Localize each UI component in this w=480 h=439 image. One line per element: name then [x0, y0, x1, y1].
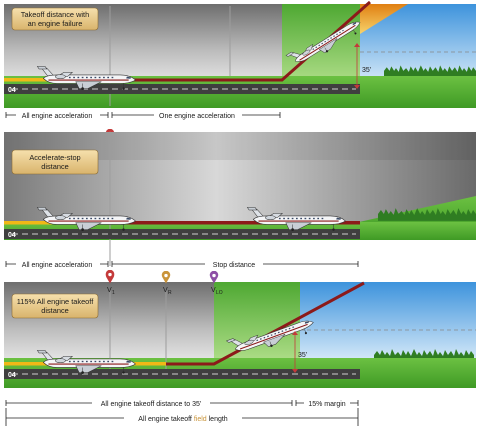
- speed-marker-v: V: [107, 287, 112, 294]
- svg-text:04: 04: [8, 372, 16, 379]
- panel1-title-line2: an engine failure: [28, 19, 83, 28]
- speed-marker-v1: V 1: [105, 271, 115, 296]
- segment-label: All engine acceleration: [22, 113, 93, 120]
- segment-label: All engine acceleration: [22, 262, 93, 269]
- panel1-sky: [360, 4, 476, 90]
- panel3-climb-wall: [214, 282, 300, 368]
- segment-label: Stop distance: [213, 262, 256, 269]
- speed-marker-vr: V R: [161, 271, 172, 296]
- panel3-title-line2: distance: [41, 306, 69, 315]
- panel2-wall: [4, 132, 476, 224]
- panel2-title-line1: Accelerate-stop: [29, 153, 80, 162]
- svg-text:04: 04: [8, 232, 16, 239]
- speed-marker-icon: [105, 270, 115, 283]
- panel1-title-line1: Takeoff distance with: [21, 10, 89, 19]
- panel1-title-tag: Takeoff distance with an engine failure: [11, 7, 99, 31]
- speed-marker-v: V: [211, 287, 216, 294]
- segment-label: One engine acceleration: [159, 113, 235, 120]
- total-prefix: All engine takeoff: [138, 416, 194, 423]
- segment-label: All engine takeoff distance to 35': [101, 401, 201, 408]
- svg-text:04: 04: [8, 87, 16, 94]
- panel-takeoff-engine-failure: 04 35' Takeoff distance with an engine f…: [4, 0, 476, 154]
- panel1-orange-sector: [360, 4, 408, 34]
- accel-path-one-engine: [110, 0, 371, 82]
- panel2-title-line2: distance: [41, 162, 69, 171]
- climb-path: [166, 281, 365, 366]
- panel-all-engine-takeoff: 04 35' 115% All engine takeoff distance …: [4, 271, 476, 426]
- segment-label: 15% margin: [308, 401, 345, 408]
- speed-marker-icon: [209, 271, 219, 284]
- obstacle-height-label: 35': [298, 352, 307, 359]
- speed-marker-icon: [161, 271, 171, 284]
- panel2-title-tag: Accelerate-stop distance: [11, 149, 99, 175]
- panel-accelerate-stop: 04 Accelerate-stop distance All engine a…: [4, 132, 476, 269]
- speed-marker-v: V: [163, 287, 168, 294]
- panel3-title-line1: 115% All engine takeoff: [17, 297, 95, 306]
- panel3-sky: [300, 282, 476, 368]
- speed-marker-sub: R: [168, 290, 172, 296]
- total-highlight: field: [194, 416, 207, 423]
- speed-marker-sub: LO: [216, 290, 223, 296]
- total-distance-label: All engine takeoff field length: [138, 416, 227, 423]
- stop-path: [110, 221, 360, 225]
- speed-marker-vlo: V LO: [209, 271, 223, 296]
- obstacle-height-label: 35': [362, 67, 371, 74]
- speed-marker-sub: 1: [112, 290, 115, 296]
- total-suffix: length: [207, 416, 228, 423]
- panel3-title-tag: 115% All engine takeoff distance: [11, 293, 99, 319]
- speed-marker-v1: [105, 270, 115, 283]
